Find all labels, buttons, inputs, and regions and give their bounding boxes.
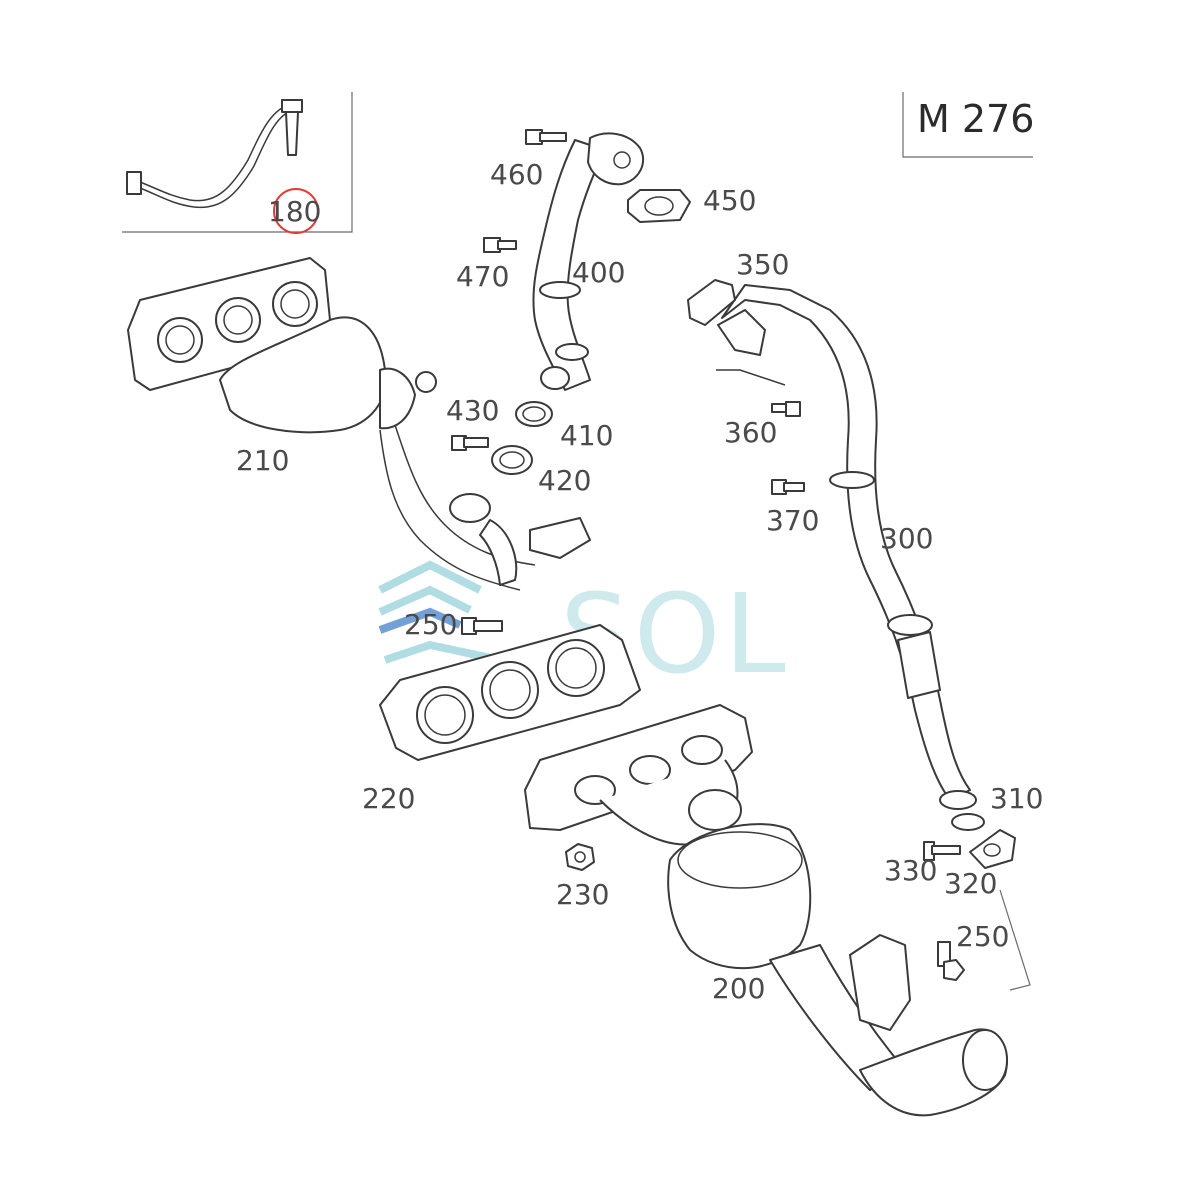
- bolt-250-upper: [461, 617, 503, 635]
- bolt-430: [451, 435, 489, 451]
- bolt-370: [771, 479, 805, 495]
- callout-470[interactable]: 470: [456, 260, 509, 293]
- bolt-360: [771, 401, 801, 417]
- oxygen-sensor-inset: [122, 92, 353, 233]
- bolt-460: [525, 129, 567, 145]
- callout-210[interactable]: 210: [236, 444, 289, 477]
- callout-320[interactable]: 320: [944, 867, 997, 900]
- engine-code: M 276: [917, 97, 1034, 141]
- pipe-400: [532, 132, 645, 391]
- exhaust-manifold-200: [524, 704, 1008, 1117]
- callout-220[interactable]: 220: [362, 782, 415, 815]
- bolt-250-lower: [937, 889, 1031, 991]
- watermark-logo: [378, 560, 501, 664]
- bolt-470: [483, 237, 517, 253]
- gasket-310: [951, 813, 985, 831]
- flange-320: [969, 829, 1016, 869]
- engine-code-frame: [902, 92, 1033, 158]
- callout-250-upper[interactable]: 250: [404, 608, 457, 641]
- nut-230: [565, 843, 595, 871]
- callout-250-lower[interactable]: 250: [956, 920, 1009, 953]
- callout-400[interactable]: 400: [572, 256, 625, 289]
- callout-460[interactable]: 460: [490, 158, 543, 191]
- callout-370[interactable]: 370: [766, 504, 819, 537]
- callout-350[interactable]: 350: [736, 248, 789, 281]
- highlight-circle: [273, 188, 319, 234]
- callout-230[interactable]: 230: [556, 878, 609, 911]
- callout-330[interactable]: 330: [884, 854, 937, 887]
- callout-420[interactable]: 420: [538, 464, 591, 497]
- callout-180[interactable]: 180: [268, 195, 321, 228]
- bolt-330: [923, 841, 961, 861]
- gasket-410: [515, 401, 553, 427]
- callout-430[interactable]: 430: [446, 394, 499, 427]
- callout-410[interactable]: 410: [560, 419, 613, 452]
- callout-360[interactable]: 360: [724, 416, 777, 449]
- bracket-350: [687, 279, 786, 386]
- gasket-220: [379, 624, 641, 761]
- callout-200[interactable]: 200: [712, 972, 765, 1005]
- callout-310[interactable]: 310: [990, 782, 1043, 815]
- clamp-420: [491, 445, 533, 475]
- pipe-300: [717, 284, 977, 810]
- exhaust-manifold-210: [127, 257, 591, 591]
- gasket-450: [627, 189, 691, 223]
- callout-300[interactable]: 300: [880, 522, 933, 555]
- callout-450[interactable]: 450: [703, 184, 756, 217]
